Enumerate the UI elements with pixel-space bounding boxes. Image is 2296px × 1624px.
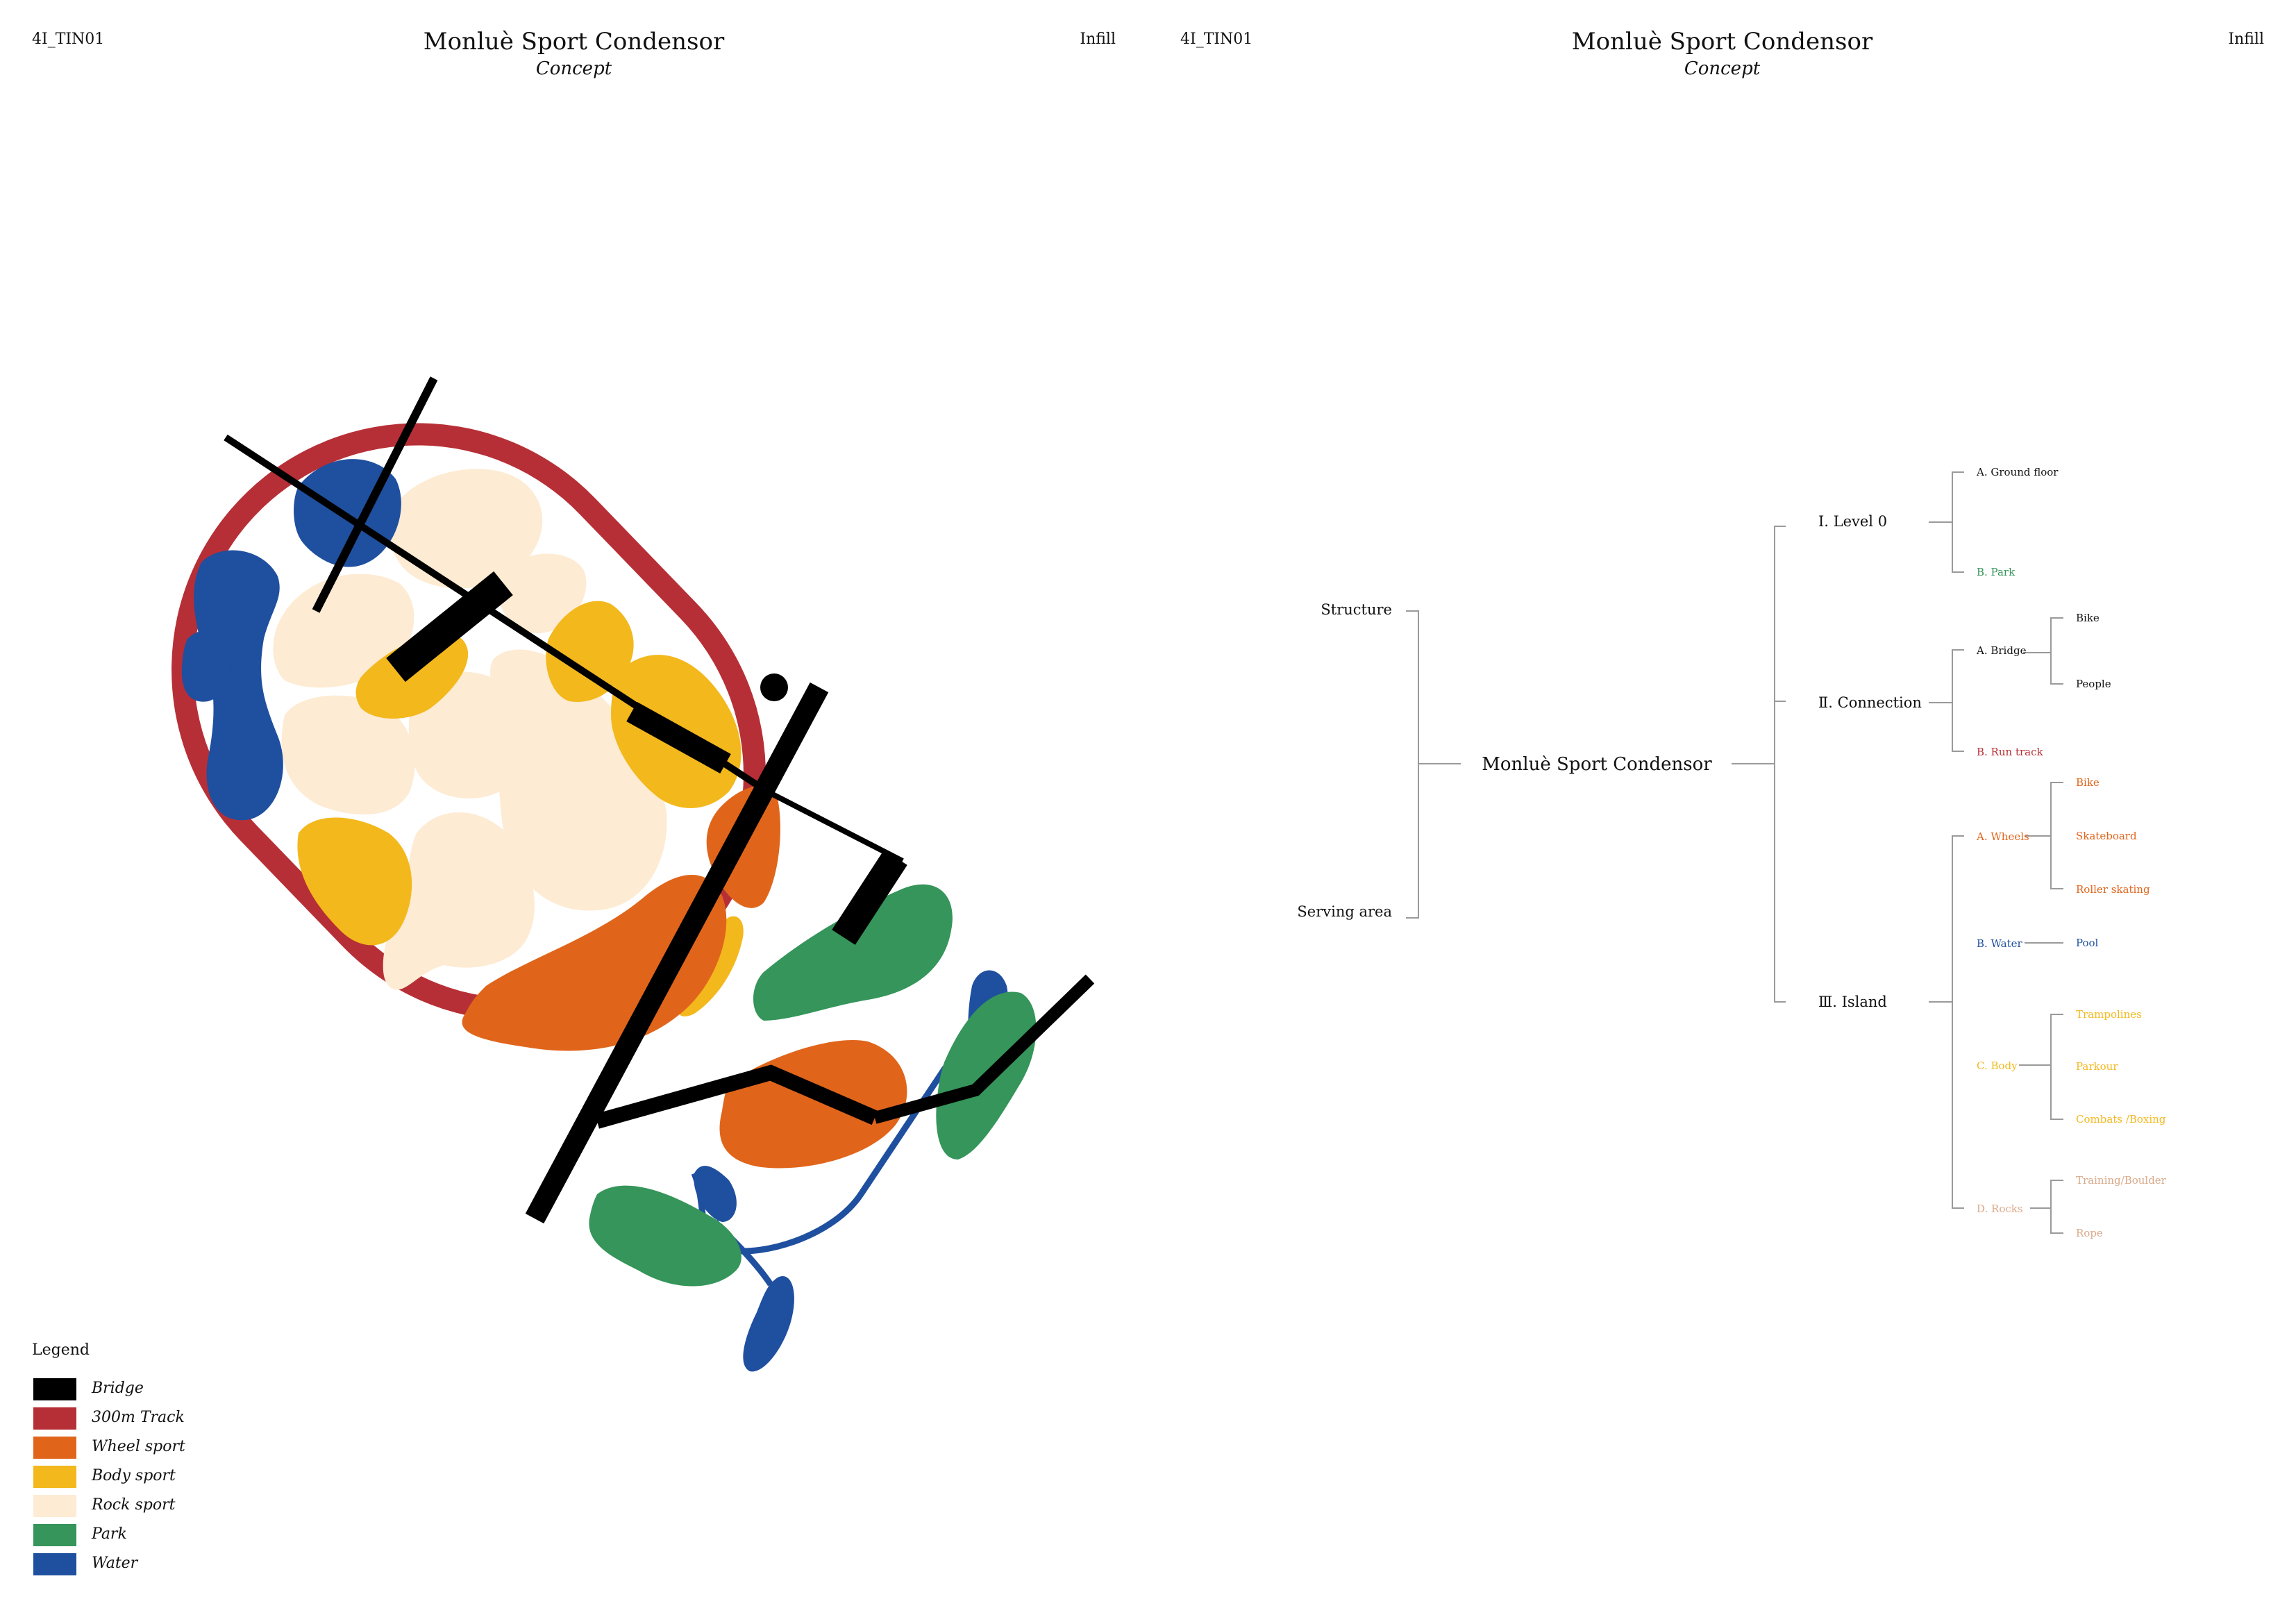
bridge-pivot	[760, 673, 788, 701]
tree-branch-structure: Structure	[1321, 601, 1392, 618]
legend-label: Rock sport	[92, 1496, 176, 1514]
tree-leaf: Pool	[2076, 937, 2099, 949]
legend-swatch-body-sport	[33, 1466, 76, 1488]
tree-leaf: Training/Boulder	[2076, 1174, 2167, 1187]
bridge-deck	[626, 702, 731, 773]
wheel-zone	[719, 1040, 907, 1169]
legend-label: Bridge	[92, 1380, 144, 1397]
tree-leaf: People	[2076, 678, 2111, 690]
connector	[1952, 471, 1964, 573]
rock-zone	[383, 812, 535, 990]
section-tag: Infill	[1080, 31, 1116, 48]
legend-swatch-rock-sport	[33, 1495, 76, 1517]
connector	[2050, 782, 2063, 889]
connector	[2050, 1180, 2063, 1234]
rock-zone	[490, 649, 667, 911]
rock-zone	[389, 469, 543, 589]
tree-leaf: Parkour	[2076, 1060, 2118, 1073]
tree-node: A. Wheels	[1976, 830, 2029, 843]
legend-swatch-wheel-sport	[33, 1437, 76, 1459]
concept-tree-diagram: Structure Serving area Monluè Sport Cond…	[1297, 466, 2167, 1239]
bridge-beam	[766, 789, 904, 864]
connector	[1774, 526, 1786, 1003]
tree-leaf: Rope	[2076, 1227, 2103, 1239]
body-zone	[546, 601, 634, 702]
bridge-deck	[832, 850, 907, 945]
water-zone	[194, 550, 283, 821]
legend-title: Legend	[32, 1341, 90, 1359]
tree-level: Ⅰ. Level 0	[1818, 513, 1887, 530]
page-title: Monluè Sport Condensor	[1571, 28, 1873, 56]
tree-node: A. Ground floor	[1976, 466, 2059, 478]
rock-zone	[281, 695, 415, 815]
legend-label: 300m Track	[92, 1409, 185, 1426]
tree-leaf: Combats /Boxing	[2076, 1113, 2166, 1125]
legend-label: Body sport	[92, 1467, 176, 1484]
legend-label: Wheel sport	[92, 1438, 185, 1455]
bridge-deck	[525, 682, 829, 1224]
body-zone	[297, 817, 412, 946]
rock-sport-zones	[273, 469, 667, 990]
bridge-elements	[224, 376, 1095, 1224]
connector	[1406, 610, 1419, 919]
page-subtitle: Concept	[1684, 58, 1761, 79]
tree-leaf: Bike	[2076, 776, 2100, 789]
tree-level: Ⅱ. Connection	[1818, 694, 1922, 711]
tree-node: B. Park	[1977, 566, 2016, 578]
connector	[1952, 835, 1964, 1209]
connector	[2050, 617, 2063, 685]
rock-zone	[408, 671, 522, 798]
page-title: Monluè Sport Condensor	[423, 28, 725, 56]
park-zone	[753, 884, 953, 1021]
bridge-deck	[873, 974, 1095, 1124]
site-plan-diagram	[171, 376, 1095, 1372]
bridge-beam	[312, 376, 438, 613]
water-zone	[181, 630, 232, 702]
tree-leaf: Roller skating	[2076, 883, 2150, 896]
project-code: 4I_TIN01	[32, 31, 105, 48]
body-sport-zones	[297, 601, 744, 1016]
project-code: 4I_TIN01	[1180, 31, 1253, 48]
page-subtitle: Concept	[535, 58, 612, 79]
bridge-deck	[595, 1064, 878, 1129]
tree-level: Ⅲ. Island	[1818, 994, 1887, 1010]
legend-swatch-bridge	[33, 1378, 76, 1400]
water-zone	[694, 1166, 737, 1222]
legend-label: Park	[92, 1525, 127, 1543]
legend-swatch-track	[33, 1407, 76, 1430]
tree-node: D. Rocks	[1977, 1203, 2023, 1215]
tree-leaf: Skateboard	[2076, 830, 2137, 842]
wheel-zone	[462, 875, 727, 1051]
tree-root: Monluè Sport Condensor	[1482, 754, 1712, 775]
legend-label: Water	[92, 1555, 138, 1572]
connector	[1952, 649, 1964, 752]
section-tag: Infill	[2228, 31, 2264, 48]
legend-swatch-park	[33, 1524, 76, 1546]
tree-leaf: Bike	[2076, 612, 2100, 624]
tree-leaf: Trampolines	[2076, 1008, 2142, 1021]
tree-node: B. Run track	[1977, 746, 2043, 758]
park-zone	[589, 1185, 741, 1287]
water-zone	[743, 1276, 794, 1372]
rock-zone	[500, 553, 587, 633]
tree-node: A. Bridge	[1976, 644, 2027, 657]
tree-node: C. Body	[1977, 1060, 2018, 1072]
connector	[2050, 1014, 2063, 1120]
concept-tree-panel: 4I_TIN01 Monluè Sport Condensor Concept …	[1148, 0, 2296, 1624]
rock-zone	[273, 574, 414, 688]
tree-node: B. Water	[1977, 937, 2023, 950]
bridge-deck	[386, 571, 513, 683]
tree-branch-serving-area: Serving area	[1297, 903, 1392, 920]
legend-swatch-water	[33, 1553, 76, 1575]
concept-plan-panel: 4I_TIN01 Monluè Sport Condensor Concept …	[32, 28, 1116, 1575]
tree-connectors	[1406, 471, 2063, 1234]
